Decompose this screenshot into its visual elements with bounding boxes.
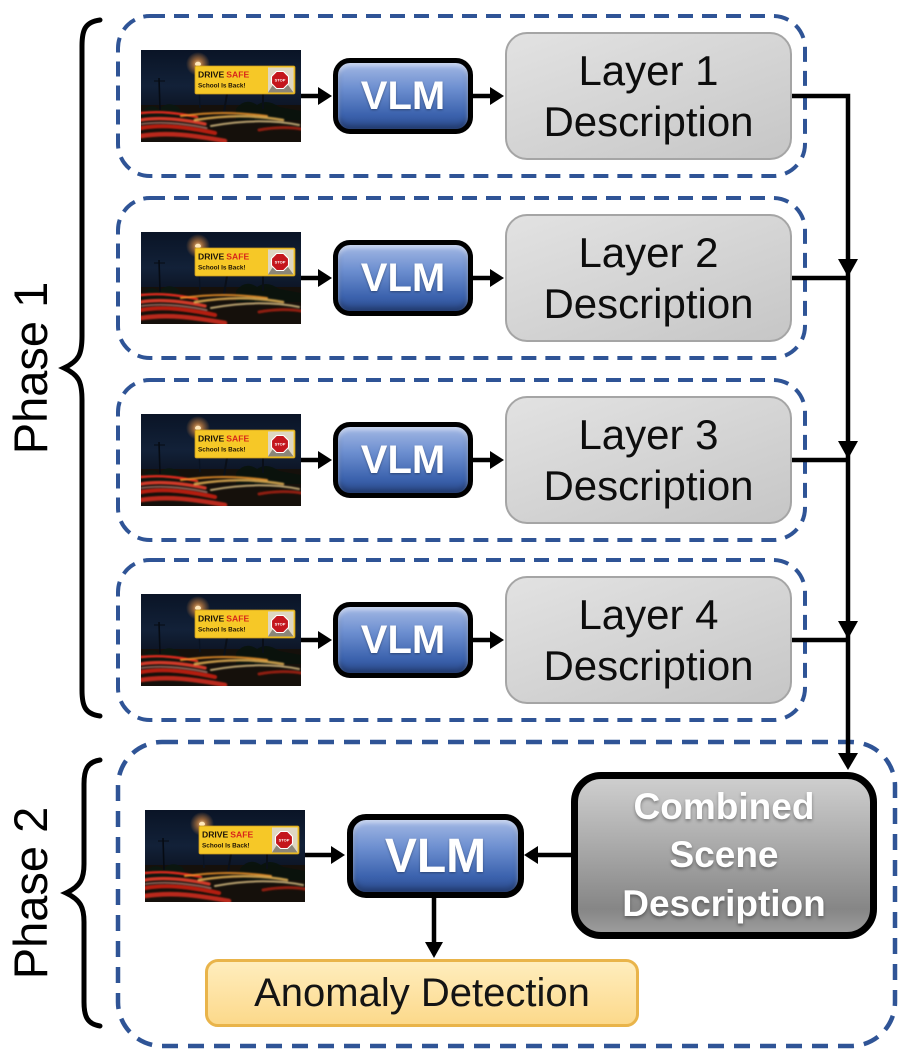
- billboard-line2: School Is Back!: [198, 265, 246, 272]
- layer3-subtitle: Description: [543, 462, 754, 509]
- stop-sign-text: STOP: [275, 442, 286, 447]
- stop-sign-text: STOP: [275, 78, 286, 83]
- streetlamp-bulb: [195, 425, 201, 431]
- telephone-pole: [158, 259, 161, 293]
- phase2-brace: [60, 757, 103, 1029]
- connector-lines: [301, 93, 851, 942]
- layer2-description-box: Layer 2 Description: [505, 214, 792, 342]
- billboard-post: [223, 93, 228, 113]
- anomaly-detection-box: Anomaly Detection: [205, 959, 639, 1027]
- streetlamp-bulb: [199, 821, 205, 827]
- layer2-title: Layer 2: [578, 228, 719, 276]
- phase2-label: Phase 2: [3, 806, 57, 980]
- billboard-line2: School Is Back!: [198, 447, 246, 454]
- layer2-subtitle: Description: [543, 280, 754, 327]
- light-trails: [141, 293, 301, 324]
- light-trails: [145, 871, 305, 902]
- combined-line3: Description: [622, 882, 826, 924]
- light-trails: [141, 111, 301, 142]
- layer4-description-box: Layer 4 Description: [505, 576, 792, 704]
- stop-sign: [270, 434, 290, 454]
- vlm-box-1: VLM: [333, 58, 473, 134]
- billboard-post: [223, 457, 228, 477]
- vlm-box-2: VLM: [333, 240, 473, 316]
- combined-line2: Scene: [669, 834, 779, 876]
- combined-scene-description-box: Combined Scene Description: [571, 772, 877, 939]
- stop-sign: [270, 252, 290, 272]
- telephone-pole: [158, 77, 161, 111]
- phase1-brace: [58, 17, 103, 719]
- streetlamp-bulb: [195, 605, 201, 611]
- phase1-label: Phase 1: [3, 281, 57, 455]
- telephone-pole: [158, 621, 161, 655]
- light-trails: [141, 475, 301, 506]
- phase-braces: [58, 17, 103, 1029]
- layer3-description-box: Layer 3 Description: [505, 396, 792, 524]
- streetlamp-bulb: [195, 243, 201, 249]
- layer3-title: Layer 3: [578, 410, 719, 458]
- layer1-title: Layer 1: [578, 46, 719, 94]
- stop-sign: [270, 614, 290, 634]
- stop-sign-text: STOP: [275, 260, 286, 265]
- layer4-subtitle: Description: [543, 642, 754, 689]
- billboard-post: [223, 637, 228, 657]
- vlm-box-4: VLM: [333, 602, 473, 678]
- light-trails: [141, 655, 301, 686]
- vlm-box-3: VLM: [333, 422, 473, 498]
- billboard-post: [223, 275, 228, 295]
- stop-sign-text: STOP: [279, 838, 290, 843]
- stop-sign-text: STOP: [275, 622, 286, 627]
- telephone-pole: [158, 441, 161, 475]
- streetlamp-bulb: [195, 61, 201, 67]
- vlm-box-phase2: VLM: [347, 814, 524, 898]
- telephone-pole: [162, 837, 165, 871]
- billboard-line2: School Is Back!: [202, 843, 250, 850]
- billboard-line2: School Is Back!: [198, 627, 246, 634]
- phase2-dashed-frame: [115, 739, 898, 1049]
- layer1-description-box: Layer 1 Description: [505, 32, 792, 160]
- combined-line1: Combined: [633, 786, 815, 828]
- layer4-title: Layer 4: [578, 590, 719, 638]
- stop-sign: [270, 70, 290, 90]
- stop-sign: [274, 830, 294, 850]
- arrowheads: [318, 87, 858, 958]
- billboard-line2: School Is Back!: [198, 83, 246, 90]
- layer1-subtitle: Description: [543, 98, 754, 145]
- billboard-post: [227, 853, 232, 873]
